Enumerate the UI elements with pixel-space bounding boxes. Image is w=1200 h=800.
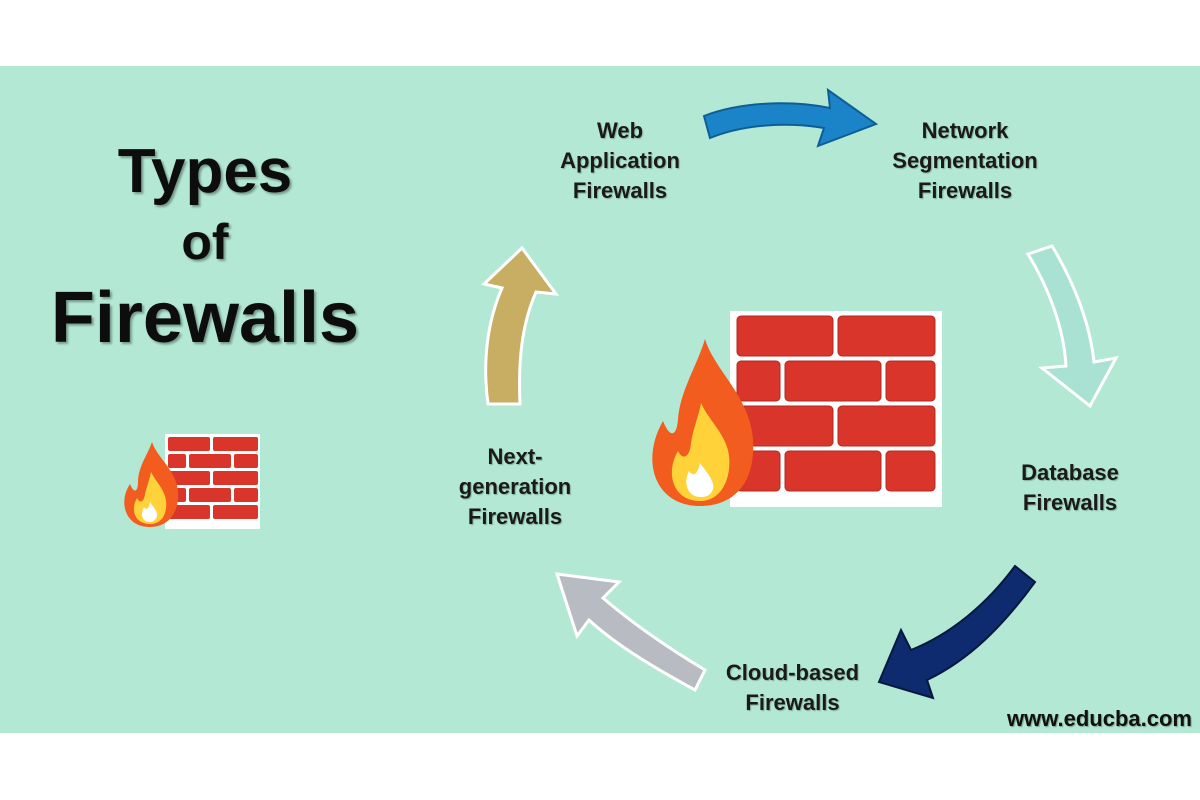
label-next-generation-firewalls: Next- generation Firewalls <box>458 444 572 529</box>
small-flame-icon <box>124 442 179 527</box>
small-firewall-icon <box>124 434 260 529</box>
label-cloud-based-firewalls: Cloud-based Firewalls <box>725 660 860 715</box>
firewall-icon <box>652 311 942 507</box>
arrow-cloud-to-nextgen <box>554 572 707 693</box>
arrow-database-to-cloud <box>877 564 1037 700</box>
title-line-firewalls: Firewalls <box>50 278 360 358</box>
label-web-application-firewalls: Web Application Firewalls <box>560 118 680 203</box>
title-line-of: of <box>181 214 229 270</box>
arrow-nextgen-to-web <box>480 245 560 406</box>
flame-icon <box>652 339 754 506</box>
diagram-canvas: Types of Firewalls <box>0 66 1200 733</box>
title-line-types: Types <box>117 137 293 206</box>
arrow-web-to-network <box>702 87 879 148</box>
watermark-url: www.educba.com <box>1006 706 1192 731</box>
label-database-firewalls: Database Firewalls <box>1021 460 1119 515</box>
arrow-network-to-database <box>1025 244 1119 409</box>
label-network-segmentation-firewalls: Network Segmentation Firewalls <box>892 118 1038 203</box>
